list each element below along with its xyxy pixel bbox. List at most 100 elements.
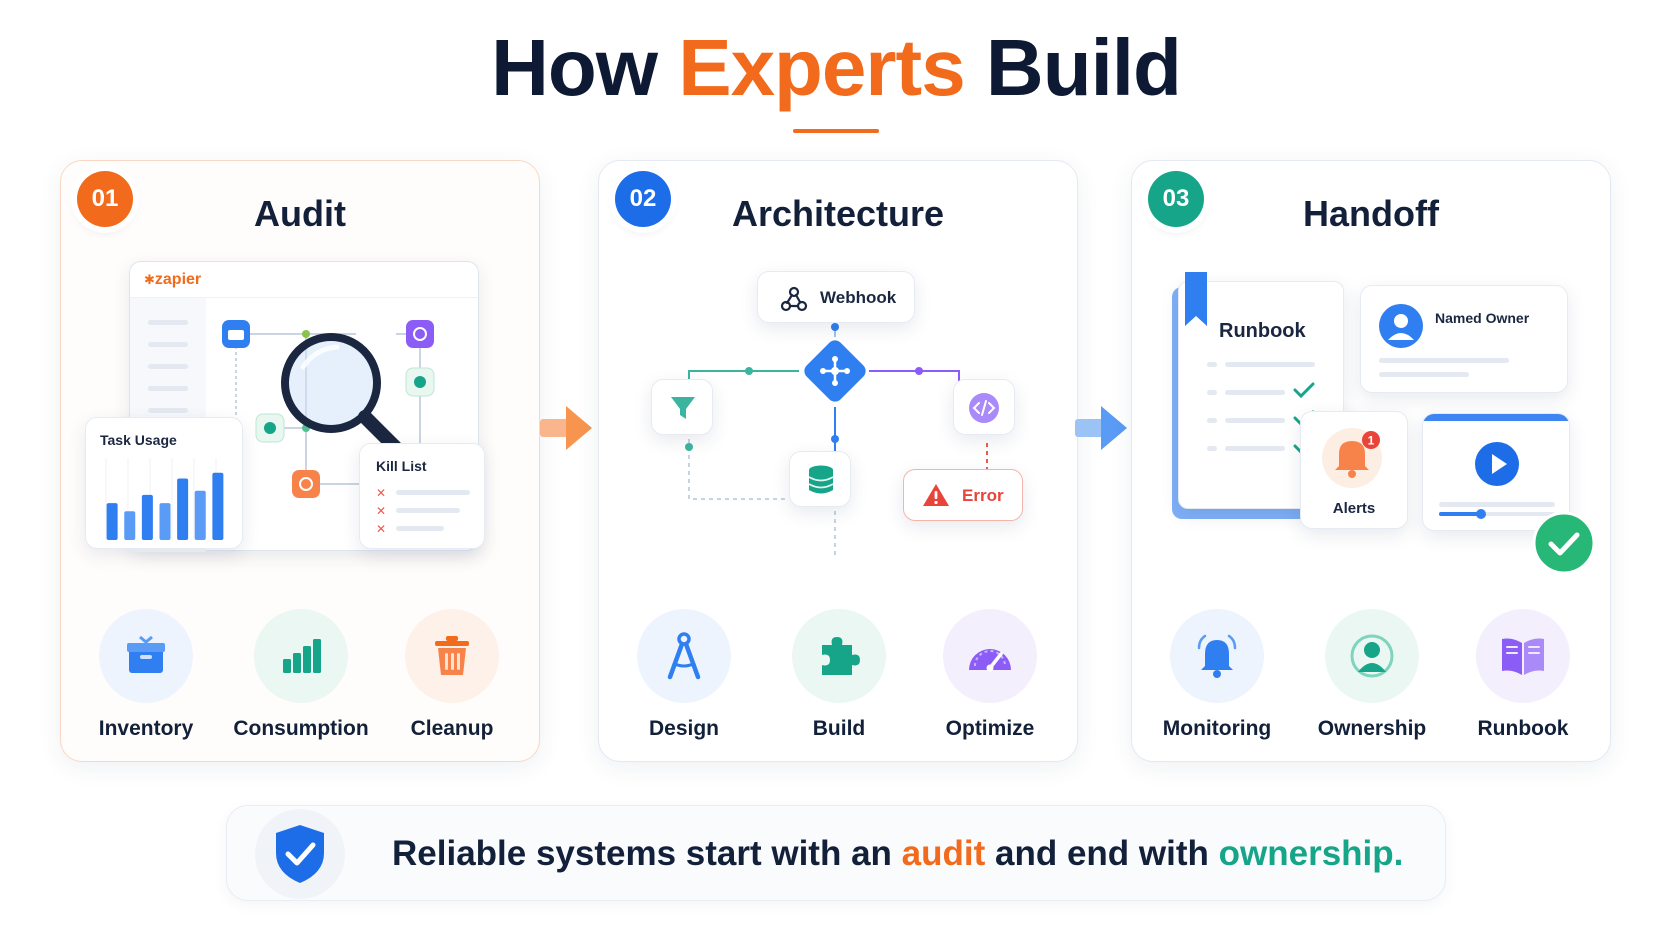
- puzzle-icon: [792, 609, 886, 703]
- named-owner-label: Named Owner: [1435, 310, 1530, 326]
- step-badge-01: 01: [77, 171, 133, 227]
- architecture-title: Architecture: [731, 193, 945, 234]
- video-progress-track: [1439, 512, 1555, 516]
- page-title: How Experts Build: [0, 22, 1672, 114]
- step-badge-02: 02: [615, 171, 671, 227]
- database-node: [789, 451, 851, 507]
- code-icon: [969, 393, 999, 423]
- runbook-doc-label: Runbook: [1219, 320, 1306, 342]
- usage-bar: [141, 494, 153, 540]
- bar-chart-icon: [254, 609, 348, 703]
- step-badge-03: 03: [1148, 171, 1204, 227]
- usage-bar: [124, 511, 136, 540]
- book-icon: [1476, 609, 1570, 703]
- bell-icon: [1170, 609, 1264, 703]
- banner-text-start: Reliable systems start with an: [392, 834, 892, 873]
- feature-consumption: Consumption: [226, 609, 376, 741]
- title-word-build: Build: [985, 23, 1182, 112]
- filter-node: [651, 379, 713, 435]
- feature-label: Optimize: [945, 717, 1035, 740]
- kill-list-x-marks: ✕✕✕: [376, 486, 387, 536]
- runbook-doc: Runbook: [1178, 272, 1344, 509]
- feature-monitoring: Monitoring: [1142, 609, 1292, 741]
- alerts-label: Alerts: [1332, 500, 1376, 517]
- task-usage-label: Task Usage: [100, 432, 177, 448]
- title-underline: [793, 129, 879, 133]
- play-button-icon: [1475, 442, 1519, 486]
- video-card-header: [1423, 414, 1569, 421]
- arrow-right-icon: [1075, 406, 1127, 450]
- feature-label: Ownership: [1317, 717, 1427, 740]
- avatar-icon: [1379, 304, 1423, 348]
- usage-bar: [106, 503, 118, 540]
- zapier-window-header: ✱zapier: [130, 262, 478, 298]
- kill-list-card: Kill List ✕✕✕: [359, 443, 485, 549]
- video-progress-fill: [1439, 512, 1481, 516]
- named-owner-card: Named Owner: [1360, 285, 1568, 393]
- title-word-experts: Experts: [678, 23, 965, 112]
- feature-label: Build: [812, 717, 866, 740]
- banner-word-ownership: ownership.: [1218, 834, 1404, 873]
- gauge-icon: [943, 609, 1037, 703]
- usage-bar: [159, 503, 171, 540]
- feature-label: Consumption: [233, 717, 369, 740]
- feature-label: Design: [648, 717, 719, 740]
- alert-bell-icon: 1: [1322, 428, 1382, 488]
- webhook-icon: [780, 286, 808, 312]
- trash-icon: [405, 609, 499, 703]
- feature-build: Build: [764, 609, 914, 741]
- inventory-box-icon: [99, 609, 193, 703]
- error-label: Error: [962, 486, 1004, 505]
- hub-node-icon: [804, 340, 866, 402]
- task-usage-chart: [105, 458, 224, 540]
- arrow-right-icon: [540, 406, 592, 450]
- handoff-panel: 03 Handoff Runbook Named Owner: [1131, 160, 1611, 762]
- video-card: [1422, 413, 1570, 531]
- title-word-how: How: [491, 23, 658, 112]
- architecture-panel: 02 Architecture: [598, 160, 1078, 762]
- alerts-card: 1 Alerts: [1300, 411, 1408, 529]
- feature-label: Monitoring: [1162, 717, 1272, 740]
- audit-features: Inventory Consumption: [61, 609, 539, 749]
- usage-bar: [177, 478, 189, 540]
- alerts-count: 1: [1368, 434, 1375, 448]
- feature-design: Design: [609, 609, 759, 741]
- check-circle-icon: [1532, 511, 1596, 575]
- zap-node-graph: [222, 320, 435, 498]
- feature-cleanup: Cleanup: [377, 609, 527, 741]
- banner-text: Reliable systems start with an audit and…: [392, 806, 1403, 902]
- kill-list-label: Kill List: [376, 458, 427, 474]
- feature-runbook: Runbook: [1448, 609, 1598, 741]
- audit-panel: 01 Audit ✱zapier: [60, 160, 540, 762]
- shield-icon: [255, 809, 345, 899]
- feature-label: Runbook: [1477, 717, 1569, 740]
- summary-banner: Reliable systems start with an audit and…: [226, 805, 1446, 901]
- magnifier-icon: [281, 333, 404, 456]
- feature-label: Inventory: [98, 717, 194, 740]
- feature-label: Cleanup: [410, 717, 494, 740]
- webhook-label: Webhook: [820, 288, 897, 307]
- task-usage-card: Task Usage: [85, 417, 243, 549]
- usage-bar: [194, 490, 206, 540]
- handoff-features: Monitoring Ownership Runbook: [1132, 609, 1610, 749]
- warning-icon: [923, 484, 949, 506]
- feature-optimize: Optimize: [915, 609, 1065, 741]
- node-purple: [406, 320, 434, 348]
- banner-text-mid: and end with: [995, 834, 1209, 873]
- code-node: [953, 379, 1015, 435]
- banner-word-audit: audit: [901, 834, 986, 873]
- filter-icon: [671, 397, 695, 419]
- handoff-title: Handoff: [1303, 193, 1439, 234]
- zapier-logo: ✱zapier: [144, 271, 202, 288]
- webhook-card: Webhook: [757, 271, 915, 323]
- architecture-features: Design Build Optimize: [599, 609, 1077, 749]
- video-progress-handle: [1476, 509, 1486, 519]
- audit-title: Audit: [254, 193, 346, 234]
- error-card: Error: [903, 469, 1023, 521]
- usage-bar: [212, 472, 224, 540]
- database-icon: [808, 465, 834, 494]
- bookmark-icon: [1185, 272, 1207, 326]
- compass-icon: [637, 609, 731, 703]
- feature-inventory: Inventory: [71, 609, 221, 741]
- person-icon: [1325, 609, 1419, 703]
